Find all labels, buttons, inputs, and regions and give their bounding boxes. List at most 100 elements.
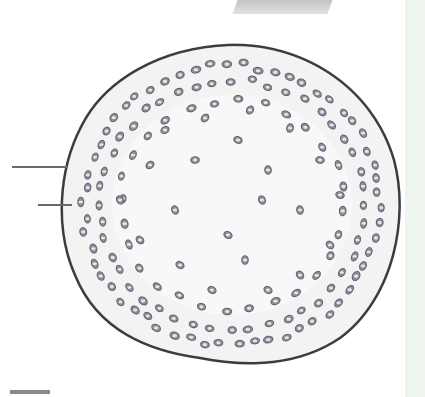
bundle-core [146,315,150,318]
bundle-core [352,255,356,258]
bundle-core [362,222,366,225]
bundle-core [98,184,102,187]
bundle-core [127,243,131,246]
bundle-core [341,185,345,188]
bundle-core [124,104,128,107]
bundle-core [111,256,115,259]
bundle-core [246,328,250,331]
bundle-core [365,150,369,153]
bundle-core [148,164,152,167]
bundle-core [285,336,289,339]
bundle-core [157,307,161,310]
bundle-core [101,237,105,240]
bundle-core [251,78,255,81]
bundle-core [163,119,167,122]
bundle-core [266,169,270,172]
bundle-core [294,292,298,295]
bundle-core [216,341,220,344]
bundle-core [350,119,354,122]
bundle-core [79,201,83,204]
bundle-core [361,185,365,188]
bundle-core [337,233,341,236]
bundle-core [266,338,270,341]
bundle-core [374,236,378,239]
bundle-core [163,129,167,132]
bundle-core [256,69,260,72]
bundle-core [131,125,135,128]
bundle-core [112,152,116,155]
bundle-core [86,174,90,177]
bundle-core [155,285,159,288]
bundle-core [288,75,292,78]
bundle-core [288,127,292,130]
bundle-core [173,334,177,337]
bundle-core [359,170,363,173]
bundle-core [225,310,229,313]
bundle-core [105,130,109,133]
bundle-core [132,95,136,98]
bundle-core [329,124,333,127]
bundle-core [247,307,251,310]
bundle-core [284,113,288,116]
bundle-core [238,342,242,345]
bundle-core [226,234,230,237]
bundle-core [93,262,97,265]
bundle-core [242,61,246,64]
bundle-core [86,217,90,220]
bundle-core [299,81,303,84]
bundle-core [329,287,333,290]
bundle-core [230,329,234,332]
bundle-core [314,274,318,277]
bundle-core [320,146,324,149]
bundle-core [367,251,371,254]
bundle-core [362,204,366,207]
bundle-core [378,221,382,224]
bundle-core [194,68,198,71]
bundle-core [81,230,85,233]
bundle-core [243,259,247,262]
bundle-core [122,222,126,225]
bundle-core [374,177,378,180]
bundle-core [273,71,277,74]
bundle-core [203,343,207,346]
bundle-core [379,206,383,209]
bundle-core [191,323,195,326]
bundle-core [203,117,207,120]
bundle-core [195,86,199,89]
bundle-core [350,151,354,154]
bundle-core [177,90,181,93]
bundle-core [178,73,182,76]
bundle-core [163,80,167,83]
bundle-core [112,116,116,119]
bundle-core [127,286,131,289]
bundle-core [133,309,137,312]
bundle-core [178,264,182,267]
bundle-core [86,186,90,189]
bundle-core [210,82,214,85]
bundle-core [144,106,148,109]
bundle-core [120,175,124,178]
bundle-core [336,164,340,167]
bundle-core [273,300,277,303]
bundle-core [229,81,233,84]
bundle-core [248,109,252,112]
bundle-core [158,101,162,104]
pith-region [112,95,352,315]
bundle-core [341,209,345,212]
bundle-core [193,159,197,162]
bundle-core [340,271,344,274]
bundle-core [225,63,229,66]
bundle-core [118,199,122,202]
bundle-core [328,313,332,316]
bundle-core [99,143,103,146]
bundle-core [99,275,103,278]
bundle-core [266,289,270,292]
bundle-core [318,159,322,162]
bundle-core [338,194,342,197]
bundle-core [329,254,333,257]
bundle-core [110,285,114,288]
bundle-core [236,97,240,100]
bundle-core [177,294,181,297]
